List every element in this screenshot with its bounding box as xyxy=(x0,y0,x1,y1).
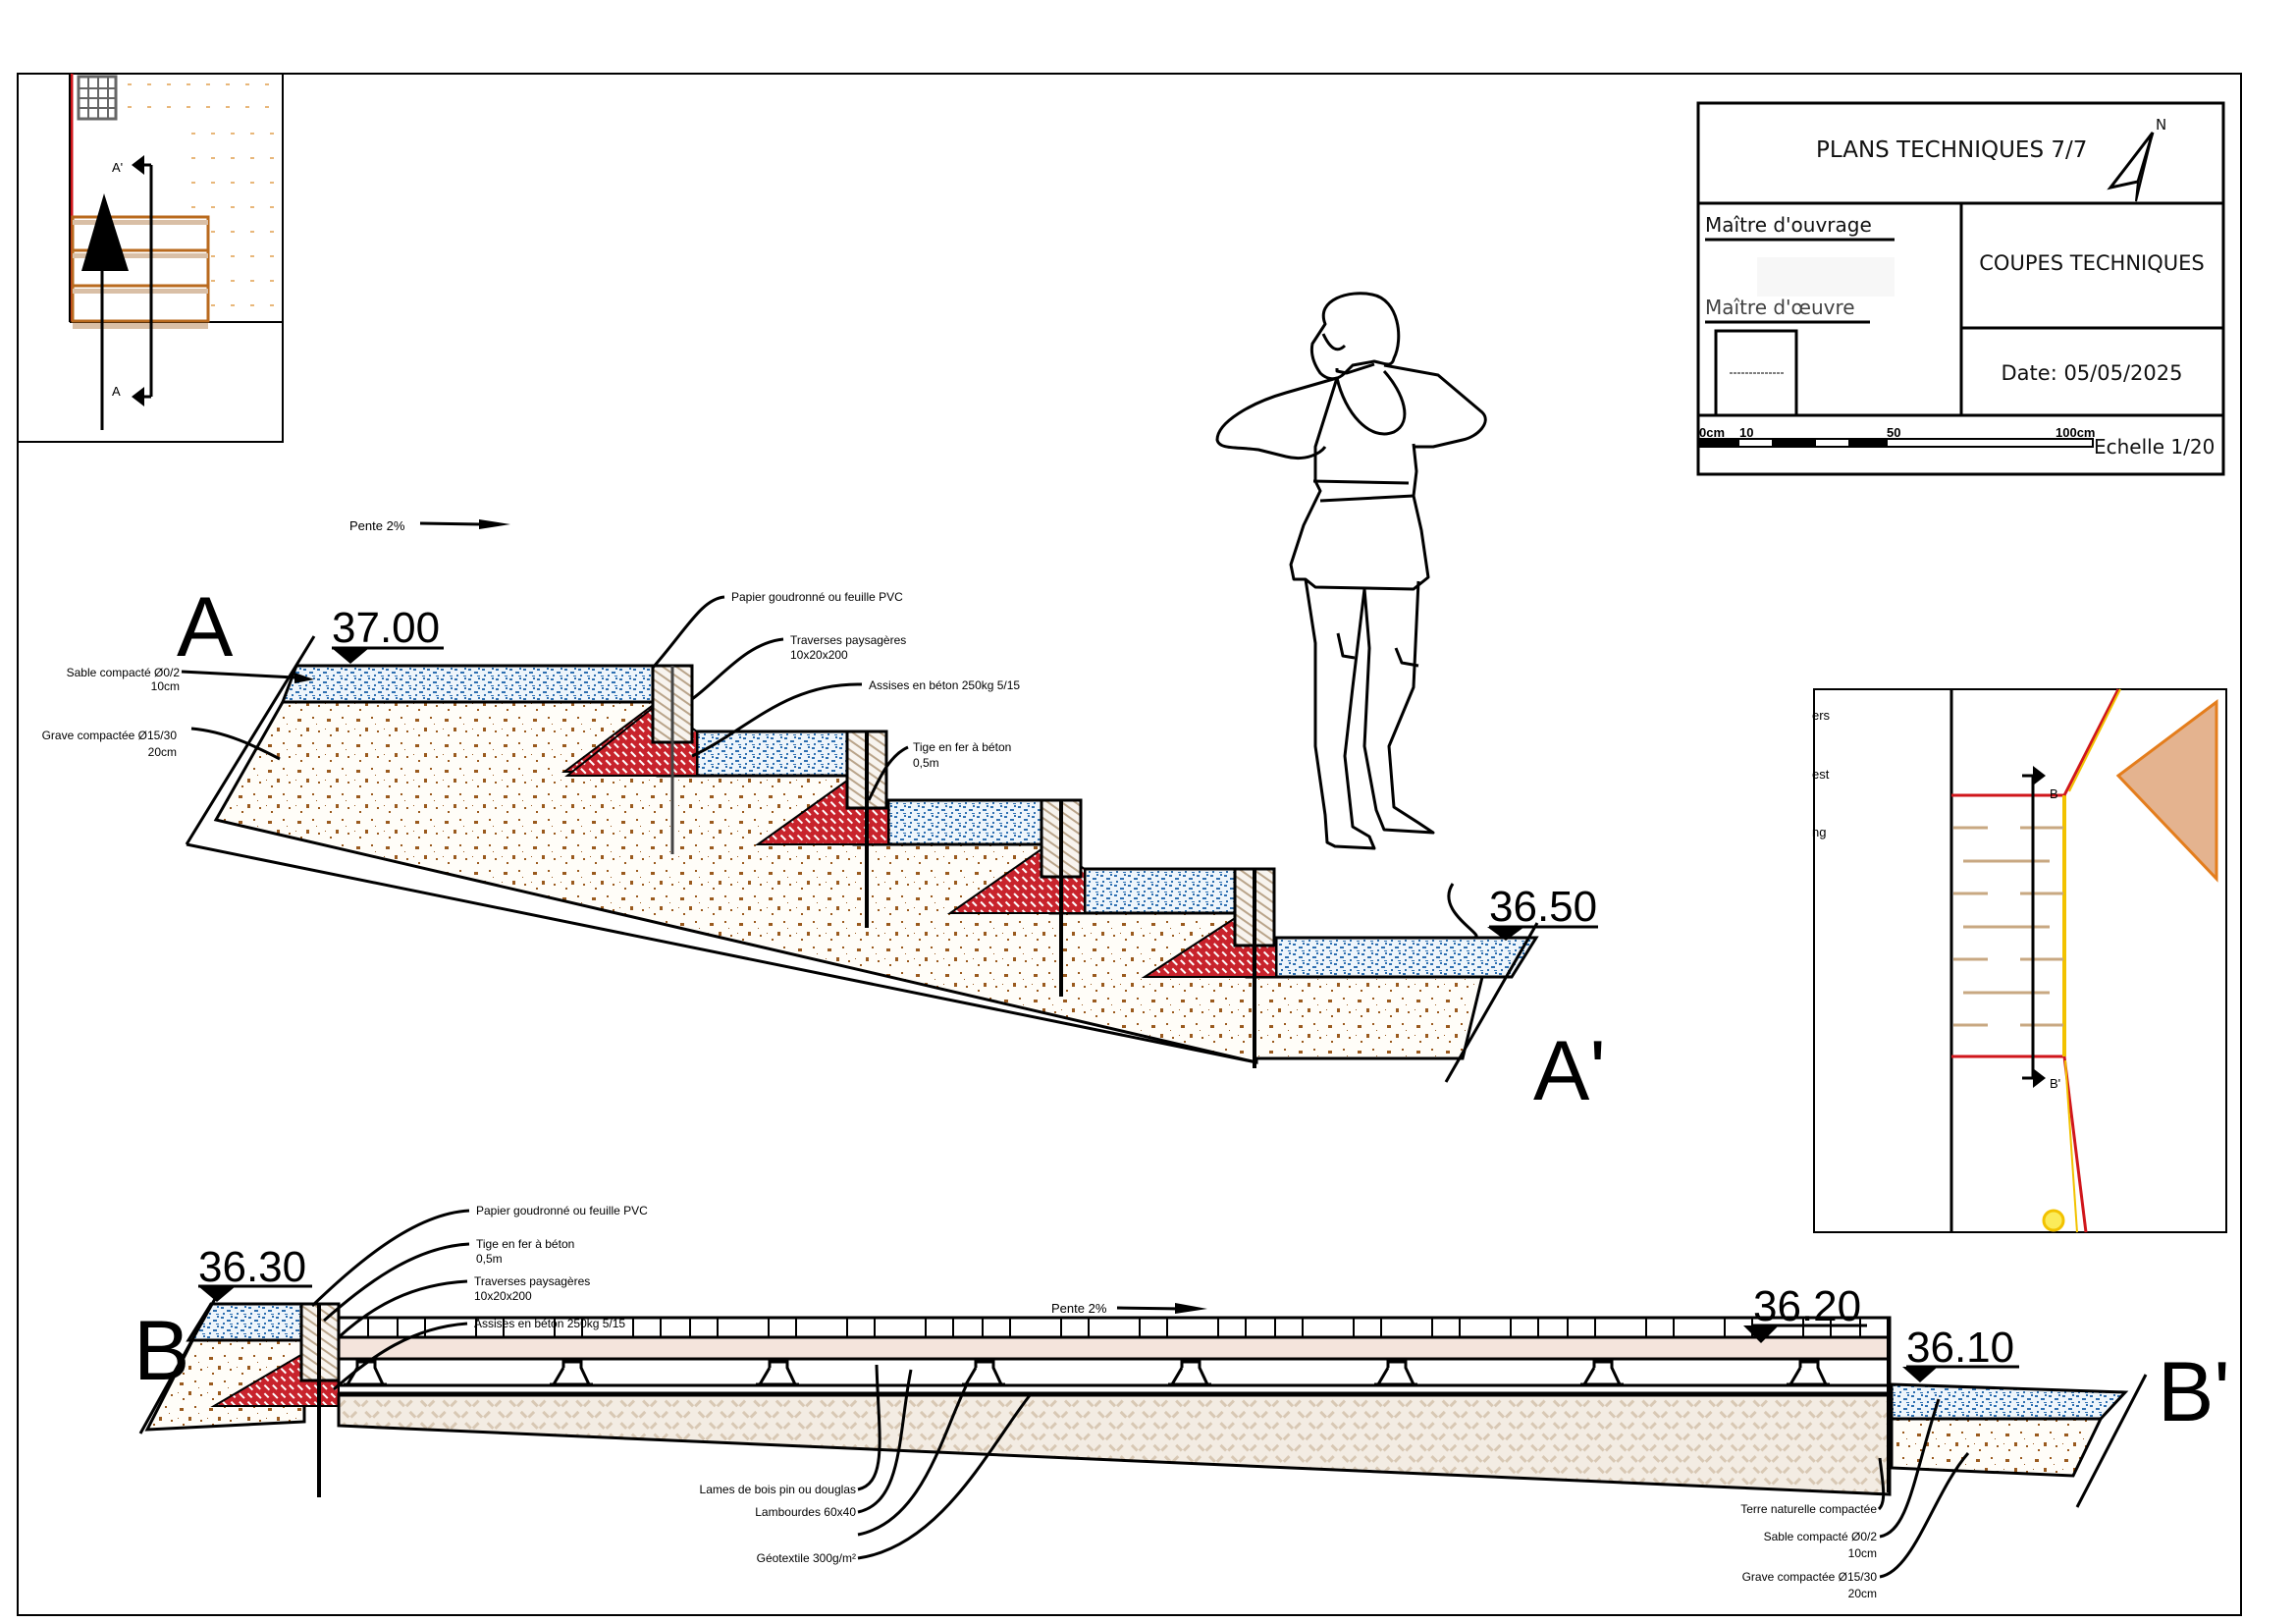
pedestal-plot xyxy=(756,1360,799,1386)
date-field: Date: 05/05/2025 xyxy=(2002,361,2183,385)
plan-marker-a-prime: A' xyxy=(112,160,123,175)
section-marker-b-prime: B' xyxy=(2158,1345,2230,1439)
label-geotextile: Géotextile 300g/m² xyxy=(757,1551,856,1565)
svg-text:50: 50 xyxy=(1887,425,1900,440)
slope-label-b: Pente 2% xyxy=(1051,1301,1107,1316)
scale-label: Echelle 1/20 xyxy=(2094,435,2215,459)
scale-bar: 0cm 10 50 100cm xyxy=(1699,425,2095,448)
label-concrete-a: Assises en béton 250kg 5/15 xyxy=(869,678,1020,692)
joist-layer xyxy=(337,1335,1892,1361)
svg-text:B': B' xyxy=(2050,1076,2060,1091)
svg-text:10cm: 10cm xyxy=(1848,1546,1877,1560)
up-arrow-icon xyxy=(81,193,129,271)
svg-text:20cm: 20cm xyxy=(148,745,177,759)
label-concrete-b: Assises en béton 250kg 5/15 xyxy=(474,1317,625,1330)
elevation-marker-a-start: 37.00 xyxy=(332,604,444,664)
label-membrane-b: Papier goudronné ou feuille PVC xyxy=(476,1204,648,1217)
pedestal-plot xyxy=(1374,1360,1417,1386)
svg-text:100cm: 100cm xyxy=(2056,425,2095,440)
section-marker-a: A xyxy=(177,580,234,675)
section-marker-a-prime: A' xyxy=(1533,1024,1606,1118)
svg-text:B: B xyxy=(2050,786,2058,801)
label-soil: Terre naturelle compactée xyxy=(1740,1502,1877,1516)
label-membrane-a: Papier goudronné ou feuille PVC xyxy=(731,590,903,604)
svg-text:36.30: 36.30 xyxy=(198,1243,306,1291)
title-block: PLANS TECHNIQUES 7/7 N Maître d'ouvrage … xyxy=(1696,101,2225,476)
section-marker-b: B xyxy=(133,1304,189,1398)
label-sleepers-a: Traverses paysagères xyxy=(790,633,906,647)
elevation-marker-b-end: 36.10 xyxy=(1902,1324,2019,1382)
sand-layer-a-step1 xyxy=(280,664,660,704)
svg-text:0,5m: 0,5m xyxy=(476,1252,503,1266)
label-sand-a: Sable compacté Ø0/2 xyxy=(67,666,181,679)
svg-text:N: N xyxy=(2156,116,2166,134)
section-a: Pente 2% A A' 37.0 xyxy=(42,518,1606,1118)
svg-text:0,5m: 0,5m xyxy=(913,756,939,770)
label-sleepers-b: Traverses paysagères xyxy=(474,1274,590,1288)
sand-layer-a-step3 xyxy=(886,798,1052,846)
label-boards: Lames de bois pin ou douglas xyxy=(700,1483,856,1496)
slope-arrow-icon-b xyxy=(1116,1306,1184,1311)
sheet-title: PLANS TECHNIQUES 7/7 xyxy=(1816,137,2087,163)
svg-text:0cm: 0cm xyxy=(1699,425,1725,440)
north-arrow-icon: N xyxy=(2107,116,2166,202)
sand-layer-b-left xyxy=(186,1302,306,1342)
slope-label-a: Pente 2% xyxy=(349,518,405,533)
sand-layer-a-step2 xyxy=(695,730,856,778)
adjacent-building xyxy=(2115,699,2218,883)
sand-layer-b-right xyxy=(1890,1382,2129,1421)
label-gravel-b: Grave compactée Ø15/30 xyxy=(1742,1570,1878,1584)
human-scale-figure xyxy=(1215,292,1487,850)
svg-text:36.20: 36.20 xyxy=(1753,1282,1861,1330)
label-rebar-b: Tige en fer à béton xyxy=(476,1237,574,1251)
key-plan-a: A' A xyxy=(17,73,284,443)
svg-text:36.10: 36.10 xyxy=(1906,1324,2014,1372)
svg-text:ers: ers xyxy=(1812,708,1831,723)
slope-arrow-icon xyxy=(419,521,482,526)
svg-text:10x20x200: 10x20x200 xyxy=(474,1289,532,1303)
tree-symbol-icon xyxy=(2042,1209,2065,1232)
svg-text:ng: ng xyxy=(1812,825,1826,839)
pedestal-plot xyxy=(550,1360,593,1386)
natural-soil-layer xyxy=(337,1392,1892,1496)
pedestal-plot xyxy=(1787,1360,1830,1386)
plan-marker-a: A xyxy=(112,384,121,399)
svg-text:36.50: 36.50 xyxy=(1489,883,1597,931)
pedestal-plot xyxy=(962,1360,1005,1386)
label-rebar-a: Tige en fer à béton xyxy=(913,740,1011,754)
label-sand-b: Sable compacté Ø0/2 xyxy=(1764,1530,1878,1543)
svg-text:10x20x200: 10x20x200 xyxy=(790,648,848,662)
section-b: Pente 2% B B' 36.30 xyxy=(133,1204,2230,1600)
svg-text:10cm: 10cm xyxy=(151,679,180,693)
deck-board-row xyxy=(337,1316,1892,1339)
owner-label: Maître d'ouvrage xyxy=(1705,213,1872,237)
sheet-border xyxy=(17,73,2242,1616)
sheet-name: COUPES TECHNIQUES xyxy=(1979,251,2204,275)
architect-label: Maître d'œuvre xyxy=(1705,296,1855,319)
sand-layer-a-step4 xyxy=(1083,867,1244,915)
deck-boards xyxy=(337,1316,1892,1339)
redacted-owner-name xyxy=(1757,257,1895,297)
pedestal-plot xyxy=(1580,1360,1624,1386)
label-gravel-a: Grave compactée Ø15/30 xyxy=(42,729,178,742)
gravel-layer-b-right xyxy=(1890,1417,2104,1478)
pedestal-plot xyxy=(1168,1360,1211,1386)
svg-text:37.00: 37.00 xyxy=(332,604,440,652)
label-joists: Lambourdes 60x40 xyxy=(755,1505,856,1519)
svg-text:20cm: 20cm xyxy=(1848,1587,1877,1600)
elevation-marker-b-deck: 36.20 xyxy=(1743,1282,1867,1343)
elevation-marker-a-end: 36.50 xyxy=(1487,883,1598,941)
svg-text:est: est xyxy=(1812,767,1830,782)
key-plan-b: ers est ng B B' xyxy=(1812,688,2227,1233)
sand-layer-a-landing xyxy=(1274,936,1539,979)
elevation-marker-b-start: 36.30 xyxy=(198,1243,312,1302)
svg-text:10: 10 xyxy=(1739,425,1753,440)
